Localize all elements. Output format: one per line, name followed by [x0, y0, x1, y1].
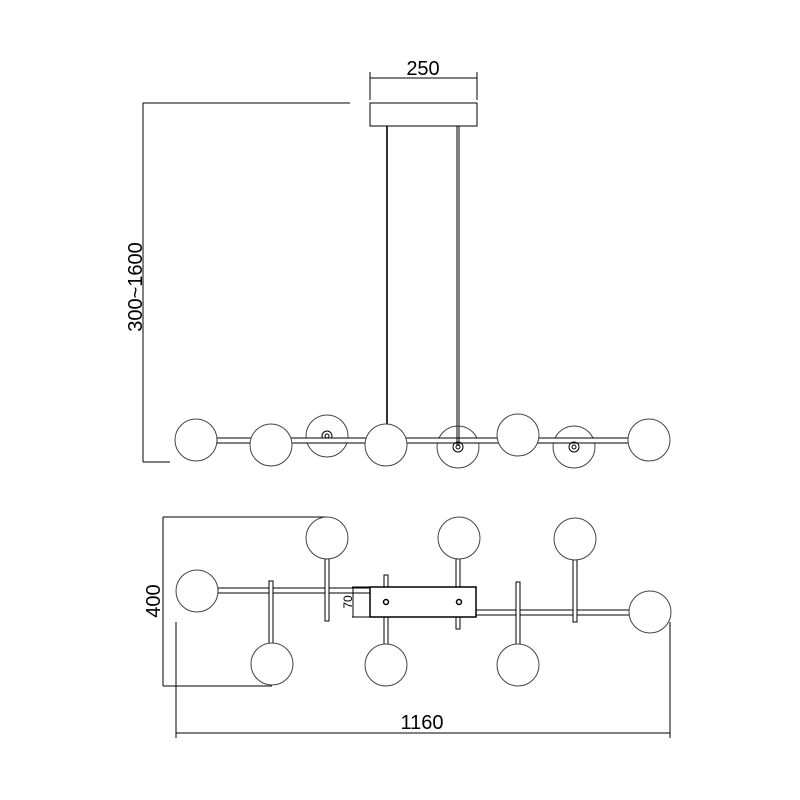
- box-height-dimension: 70: [341, 586, 370, 618]
- drop-height-dimension: 300~1600: [125, 102, 350, 463]
- globe: [364, 423, 408, 467]
- globe: [552, 425, 596, 469]
- stem: [572, 559, 578, 623]
- depth-dimension: 400: [143, 516, 327, 687]
- globe: [249, 423, 293, 467]
- stem: [324, 558, 330, 622]
- screw: [455, 598, 463, 606]
- globe: [364, 643, 408, 687]
- overall-length-dimension: 1160: [175, 622, 671, 738]
- globe: [305, 516, 349, 560]
- globe: [437, 516, 481, 560]
- globe: [250, 642, 294, 686]
- drop-height-label: 300~1600: [125, 242, 147, 332]
- canopy-width-label: 250: [406, 58, 439, 80]
- depth-label: 400: [143, 584, 165, 617]
- globe: [305, 414, 349, 458]
- overall-length-label: 1160: [400, 712, 443, 734]
- arm-rod: [475, 609, 631, 616]
- globe: [496, 413, 540, 457]
- stem: [515, 581, 521, 646]
- globe: [627, 418, 671, 462]
- globe: [175, 569, 219, 613]
- arm-rod: [217, 587, 371, 594]
- screw: [382, 598, 390, 606]
- box-height-label: 70: [341, 595, 355, 609]
- canopy-width-dimension: 250: [369, 58, 478, 100]
- side-elevation: 250 300~1600: [125, 58, 671, 469]
- globe: [553, 517, 597, 561]
- globe: [496, 643, 540, 687]
- globe: [628, 590, 672, 634]
- globe: [174, 418, 218, 462]
- top-plan: 400 70 1160: [143, 516, 672, 738]
- stem: [268, 580, 274, 646]
- ceiling-canopy: [369, 102, 478, 127]
- globe: [436, 425, 480, 469]
